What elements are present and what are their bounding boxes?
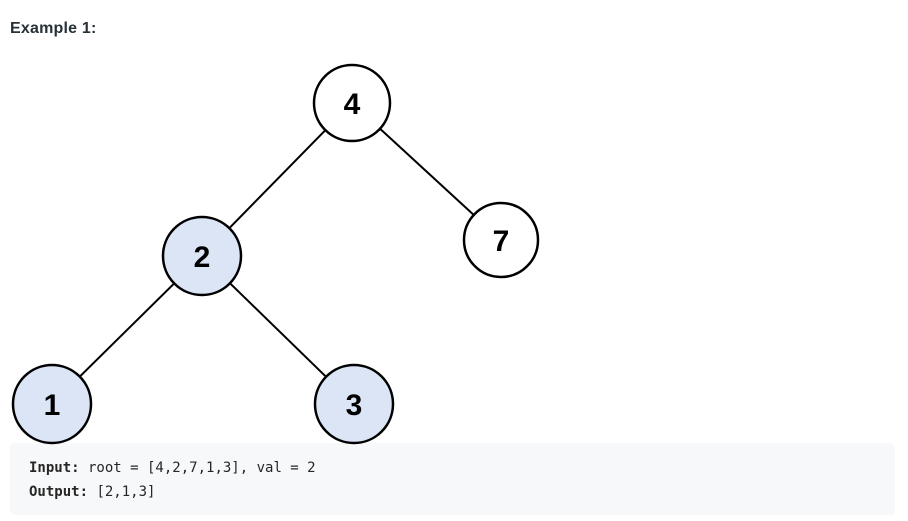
- tree-edge-2-1: [52, 256, 202, 404]
- tree-node-value: 7: [493, 225, 510, 258]
- input-label: Input:: [29, 460, 80, 476]
- tree-node-value: 1: [44, 389, 61, 422]
- tree-node-3: 3: [315, 365, 393, 443]
- tree-node-1: 1: [13, 365, 91, 443]
- tree-node-value: 3: [346, 389, 363, 422]
- tree-edge-4-2: [202, 103, 352, 256]
- example-heading: Example 1:: [10, 20, 96, 38]
- tree-node-circle: [163, 217, 241, 295]
- input-value: root = [4,2,7,1,3], val = 2: [80, 460, 316, 476]
- tree-node-circle: [464, 203, 538, 277]
- tree-edge-4-7: [352, 103, 501, 240]
- tree-node-circle: [315, 365, 393, 443]
- tree-node-value: 4: [344, 88, 361, 121]
- tree-edge-2-3: [202, 256, 354, 404]
- tree-node-value: 2: [194, 241, 211, 274]
- tree-node-circle: [13, 365, 91, 443]
- output-label: Output:: [29, 484, 88, 500]
- tree-node-circle: [314, 65, 390, 141]
- example-io-block: Input: root = [4,2,7,1,3], val = 2 Outpu…: [10, 443, 895, 515]
- tree-node-2: 2: [163, 217, 241, 295]
- output-value: [2,1,3]: [88, 484, 155, 500]
- tree-node-4: 4: [314, 65, 390, 141]
- tree-node-7: 7: [464, 203, 538, 277]
